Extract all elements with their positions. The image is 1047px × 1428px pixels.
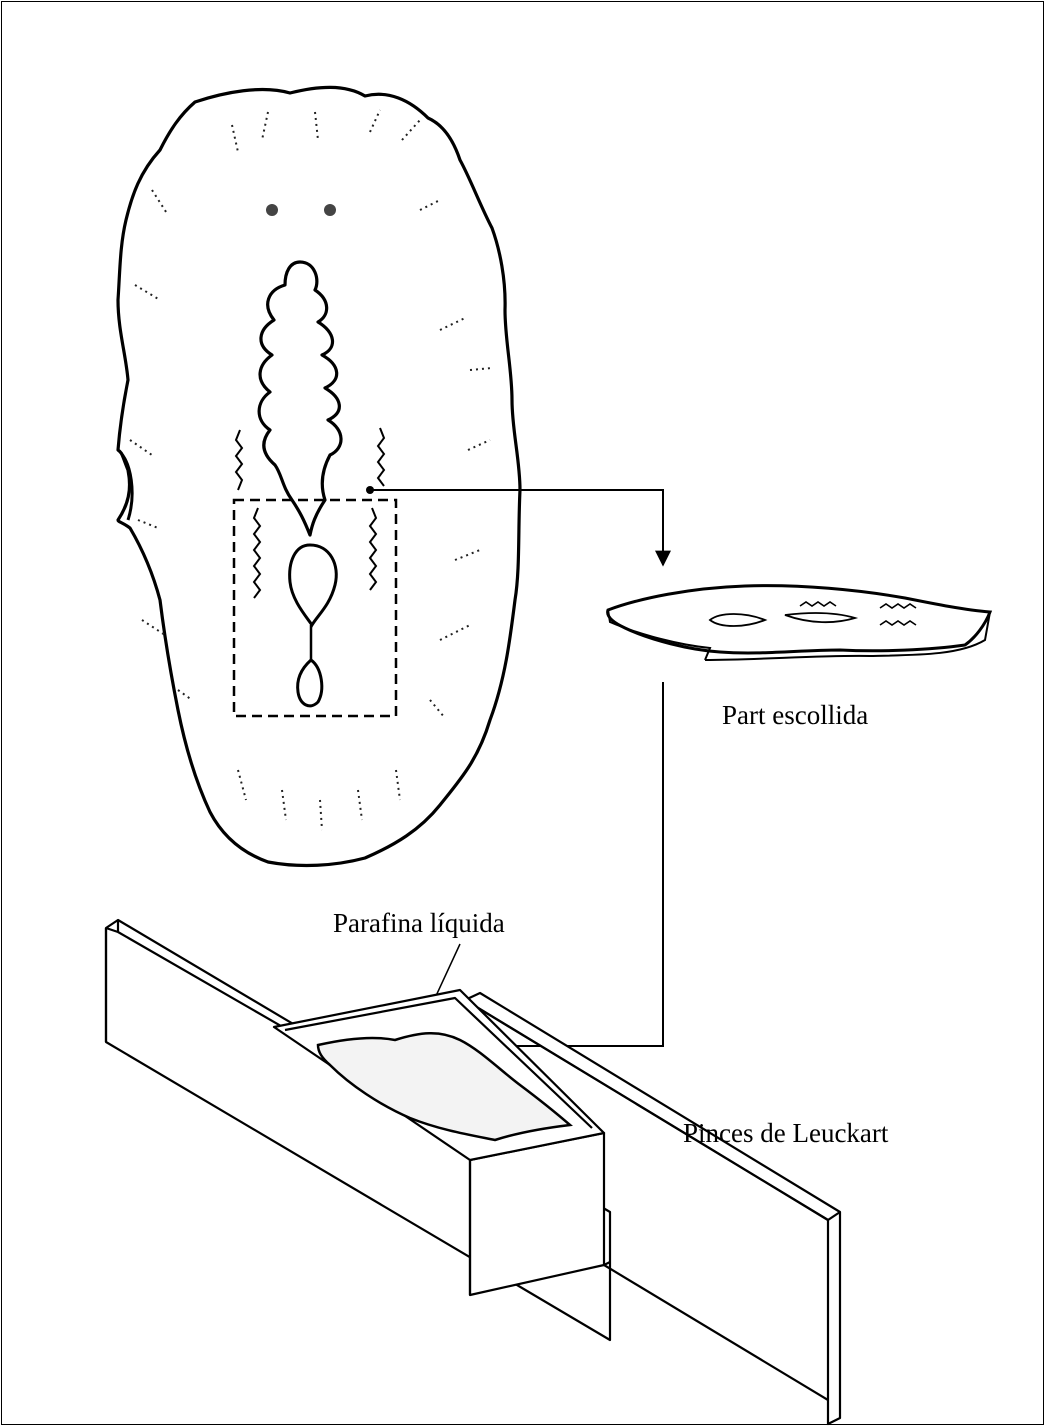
liquid-paraffin-label: Parafina líquida — [333, 908, 505, 939]
gyri-dots — [130, 110, 492, 830]
arrow-to-slice — [370, 490, 663, 565]
selection-box — [234, 500, 396, 716]
brain-section-outline — [118, 87, 520, 865]
selected-part-label: Part escollida — [722, 700, 868, 731]
arrow-origin-dot — [366, 486, 374, 494]
third-ventricle — [290, 545, 337, 625]
central-ventricle — [259, 262, 341, 535]
leuckart-forceps — [106, 920, 840, 1424]
arrow-to-mold — [462, 682, 663, 1046]
left-wavy-structure — [236, 430, 260, 598]
spot-marks — [266, 204, 336, 216]
right-wavy-structure — [370, 428, 384, 590]
fourth-ventricle — [298, 660, 322, 706]
leuckart-forceps-label: Pinces de Leuckart — [683, 1118, 888, 1149]
slice-ventricle — [710, 613, 855, 626]
